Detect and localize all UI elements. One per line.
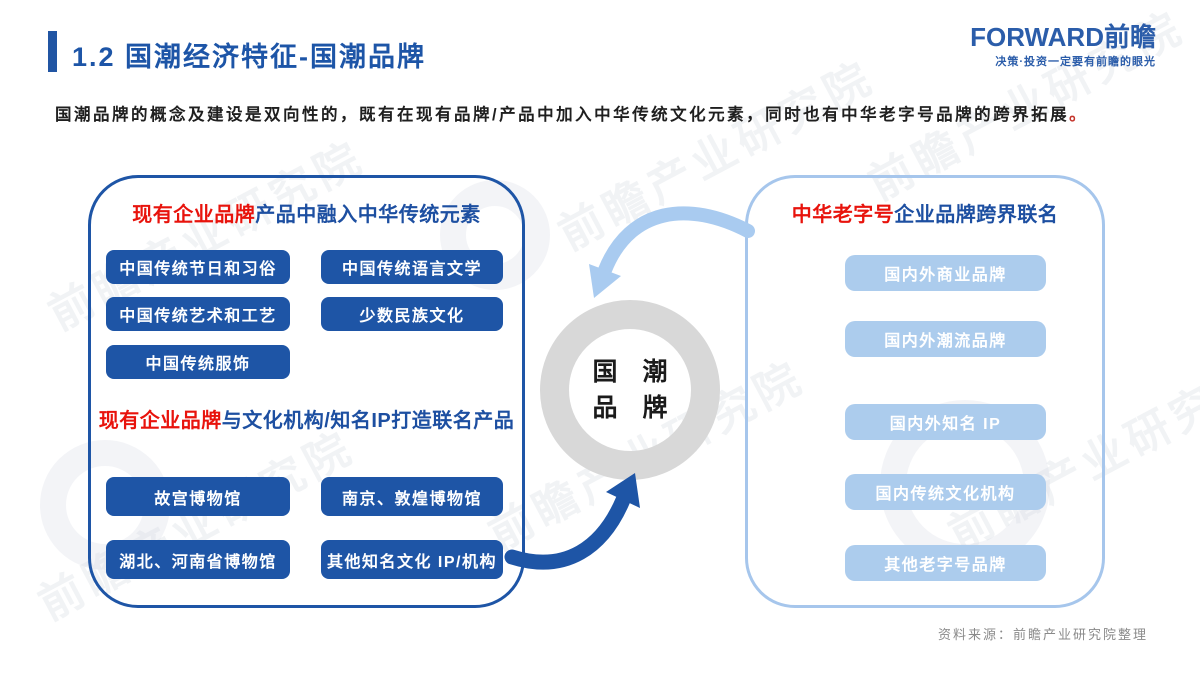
tag-cultural-institutions: 国内传统文化机构	[845, 474, 1046, 510]
intro-text: 国潮品牌的概念及建设是双向性的，既有在现有品牌/产品中加入中华传统文化元素，同时…	[55, 101, 1165, 125]
intro-sentence: 国潮品牌的概念及建设是双向性的，既有在现有品牌/产品中加入中华传统文化元素，同时…	[55, 106, 1070, 124]
tag-other-cultural-ip: 其他知名文化 IP/机构	[321, 540, 503, 579]
section2-title: 现有企业品牌与文化机构/知名IP打造联名产品	[91, 404, 522, 433]
page-title: 1.2 国潮经济特征-国潮品牌	[72, 42, 427, 72]
data-source: 资料来源：前瞻产业研究院整理	[937, 627, 1148, 642]
intro-period: 。	[1069, 106, 1089, 124]
tag-traditional-festivals: 中国传统节日和习俗	[106, 250, 290, 284]
title-accent-bar	[48, 31, 57, 72]
section1-title: 现有企业品牌产品中融入中华传统元素	[91, 198, 522, 227]
section1-title-highlight: 现有企业品牌	[132, 204, 256, 226]
logo-tagline: 决策·投资一定要有前瞻的眼光	[995, 56, 1156, 69]
right-panel-title: 中华老字号企业品牌跨界联名	[748, 198, 1102, 227]
arrow-right-to-center	[598, 206, 755, 277]
tag-traditional-arts: 中国传统艺术和工艺	[106, 297, 290, 331]
existing-brand-panel: 现有企业品牌产品中融入中华传统元素 中国传统节日和习俗 中国传统语言文学 中国传…	[88, 175, 525, 608]
logo-wordmark: FORWARD前瞻	[970, 22, 1156, 52]
guochao-brand-label: 国 潮 品 牌	[540, 300, 720, 480]
tag-commercial-brands: 国内外商业品牌	[845, 255, 1046, 291]
right-title-highlight: 中华老字号	[791, 204, 895, 226]
tag-traditional-language: 中国传统语言文学	[321, 250, 503, 284]
guochao-line2: 品 牌	[592, 394, 677, 422]
right-title-rest: 企业品牌跨界联名	[894, 204, 1059, 226]
tag-minority-culture: 少数民族文化	[321, 297, 503, 331]
forward-logo: FORWARD前瞻 决策·投资一定要有前瞻的眼光	[970, 22, 1156, 69]
tag-famous-ip: 国内外知名 IP	[845, 404, 1046, 440]
arrow-right-to-center-head	[589, 264, 621, 298]
section1-title-rest: 产品中融入中华传统元素	[255, 204, 481, 226]
tag-trend-brands: 国内外潮流品牌	[845, 321, 1046, 357]
tag-nanjing-dunhuang-museum: 南京、敦煌博物馆	[321, 477, 503, 516]
arrow-left-to-center	[504, 492, 631, 570]
guochao-line1: 国 潮	[592, 357, 677, 386]
tag-other-time-honored: 其他老字号品牌	[845, 545, 1046, 581]
time-honored-brand-panel: 中华老字号企业品牌跨界联名 国内外商业品牌 国内外潮流品牌 国内外知名 IP 国…	[745, 175, 1105, 608]
tag-hubei-henan-museum: 湖北、河南省博物馆	[106, 540, 290, 579]
tag-palace-museum: 故宫博物馆	[106, 477, 290, 516]
section2-title-rest: 与文化机构/知名IP打造联名产品	[221, 410, 515, 432]
tag-traditional-clothing: 中国传统服饰	[106, 345, 290, 379]
section2-title-highlight: 现有企业品牌	[98, 410, 222, 432]
